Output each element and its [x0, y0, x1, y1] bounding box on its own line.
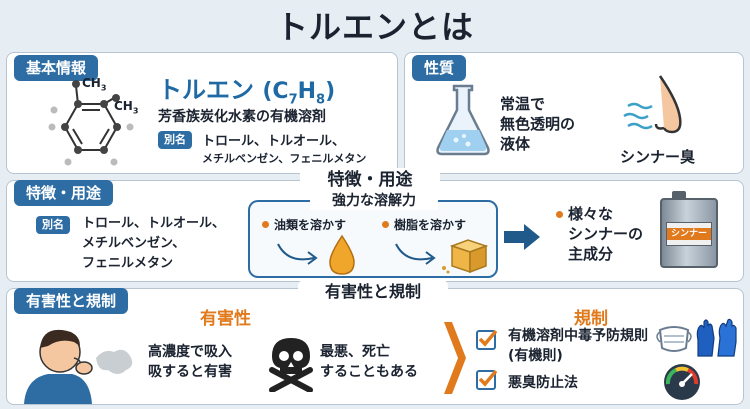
hazard-tag: 有害性と規制 — [14, 288, 129, 314]
thinner-can-label: シンナー — [667, 228, 711, 240]
oil-bullet-icon — [262, 221, 269, 228]
alias-chip: 別名 — [158, 131, 192, 149]
checkbox-icon-2 — [476, 369, 498, 390]
resin-cube-icon — [395, 239, 489, 274]
resin-label: 樹脂を溶かす — [394, 218, 467, 232]
thinner-text: 様々な シンナーの 主成分 — [568, 204, 643, 264]
chevron-right-icon — [444, 322, 466, 394]
page-title: トルエンとは — [275, 8, 474, 46]
thinner-line1: 様々な — [568, 205, 614, 223]
thinner-can-icon: シンナー — [660, 191, 718, 268]
features-tag: 特徴・用途 — [14, 180, 114, 206]
basic-info-tag: 基本情報 — [14, 55, 99, 81]
harm1-text: 高濃度で吸入 吸すると有害 — [148, 342, 232, 382]
thinner-line2: シンナーの — [568, 225, 644, 243]
features-alias-chip: 別名 — [36, 216, 70, 234]
regulation-title: 規制 — [574, 309, 608, 329]
smell-label: シンナー臭 — [620, 148, 696, 166]
features-center-title: 特徴・用途 — [300, 168, 440, 192]
harm-title: 有害性 — [200, 309, 251, 329]
gloves-icon — [696, 318, 737, 357]
thinner-line3: 主成分 — [568, 245, 614, 263]
resin-bullet-icon — [382, 221, 389, 228]
mask-icon — [656, 326, 692, 352]
arrow-right-icon — [504, 224, 540, 250]
alias-text-line2: メチルベンゼン、フェニルメタン — [202, 152, 367, 165]
methyl-label-2: CH3 — [114, 99, 139, 116]
methyl-label: CH3 — [82, 76, 107, 93]
alias-text-line1: トロール、トルオール、 — [202, 134, 346, 149]
features-alias-text: トロール、トルオール、 メチルベンゼン、 フェニルメタン — [82, 214, 225, 274]
features-alias-line1: トロール、トルオール、 — [82, 216, 226, 231]
nose-smell-icon — [623, 75, 682, 134]
toluene-structure-icon — [48, 80, 134, 166]
checkbox-icon-1 — [476, 329, 498, 350]
hazard-center-title: 有害性と規制 — [298, 280, 448, 304]
harm2-line1: 最悪、死亡 — [320, 344, 390, 360]
features-alias-line2: メチルベンゼン、 — [82, 236, 186, 251]
compound-name: トルエン (C7H8) — [158, 76, 336, 108]
compound-description: 芳香族炭化水素の有機溶剤 — [158, 109, 326, 125]
harm2-line2: することもある — [320, 364, 418, 380]
harm1-line2: 吸すると有害 — [148, 364, 232, 380]
harm1-line1: 高濃度で吸入 — [148, 344, 232, 360]
gauge-icon — [664, 364, 700, 400]
regulation1-line1: 有機溶剤中毒予防規則 — [508, 328, 648, 344]
properties-line3: 液体 — [500, 135, 531, 153]
harm2-text: 最悪、死亡 することもある — [320, 342, 418, 382]
solvent-power-title: 強力な溶解力 — [310, 192, 438, 210]
regulation1-text: 有機溶剤中毒予防規則 (有機則) — [508, 326, 648, 366]
person-coughing-icon — [24, 329, 133, 404]
oil-label: 油類を溶かす — [274, 218, 347, 232]
oil-drop-icon — [277, 234, 355, 275]
regulation2-text: 悪臭防止法 — [508, 375, 578, 391]
flask-icon — [436, 84, 490, 156]
properties-text: 常温で 無色透明の 液体 — [500, 94, 575, 154]
properties-line1: 常温で — [500, 95, 546, 113]
features-alias-line3: フェニルメタン — [82, 256, 174, 271]
regulation1-line2: (有機則) — [508, 348, 563, 364]
skull-crossbones-icon — [269, 338, 313, 392]
thinner-bullet-icon — [556, 211, 563, 218]
properties-tag: 性質 — [412, 55, 467, 81]
properties-line2: 無色透明の — [500, 115, 576, 133]
